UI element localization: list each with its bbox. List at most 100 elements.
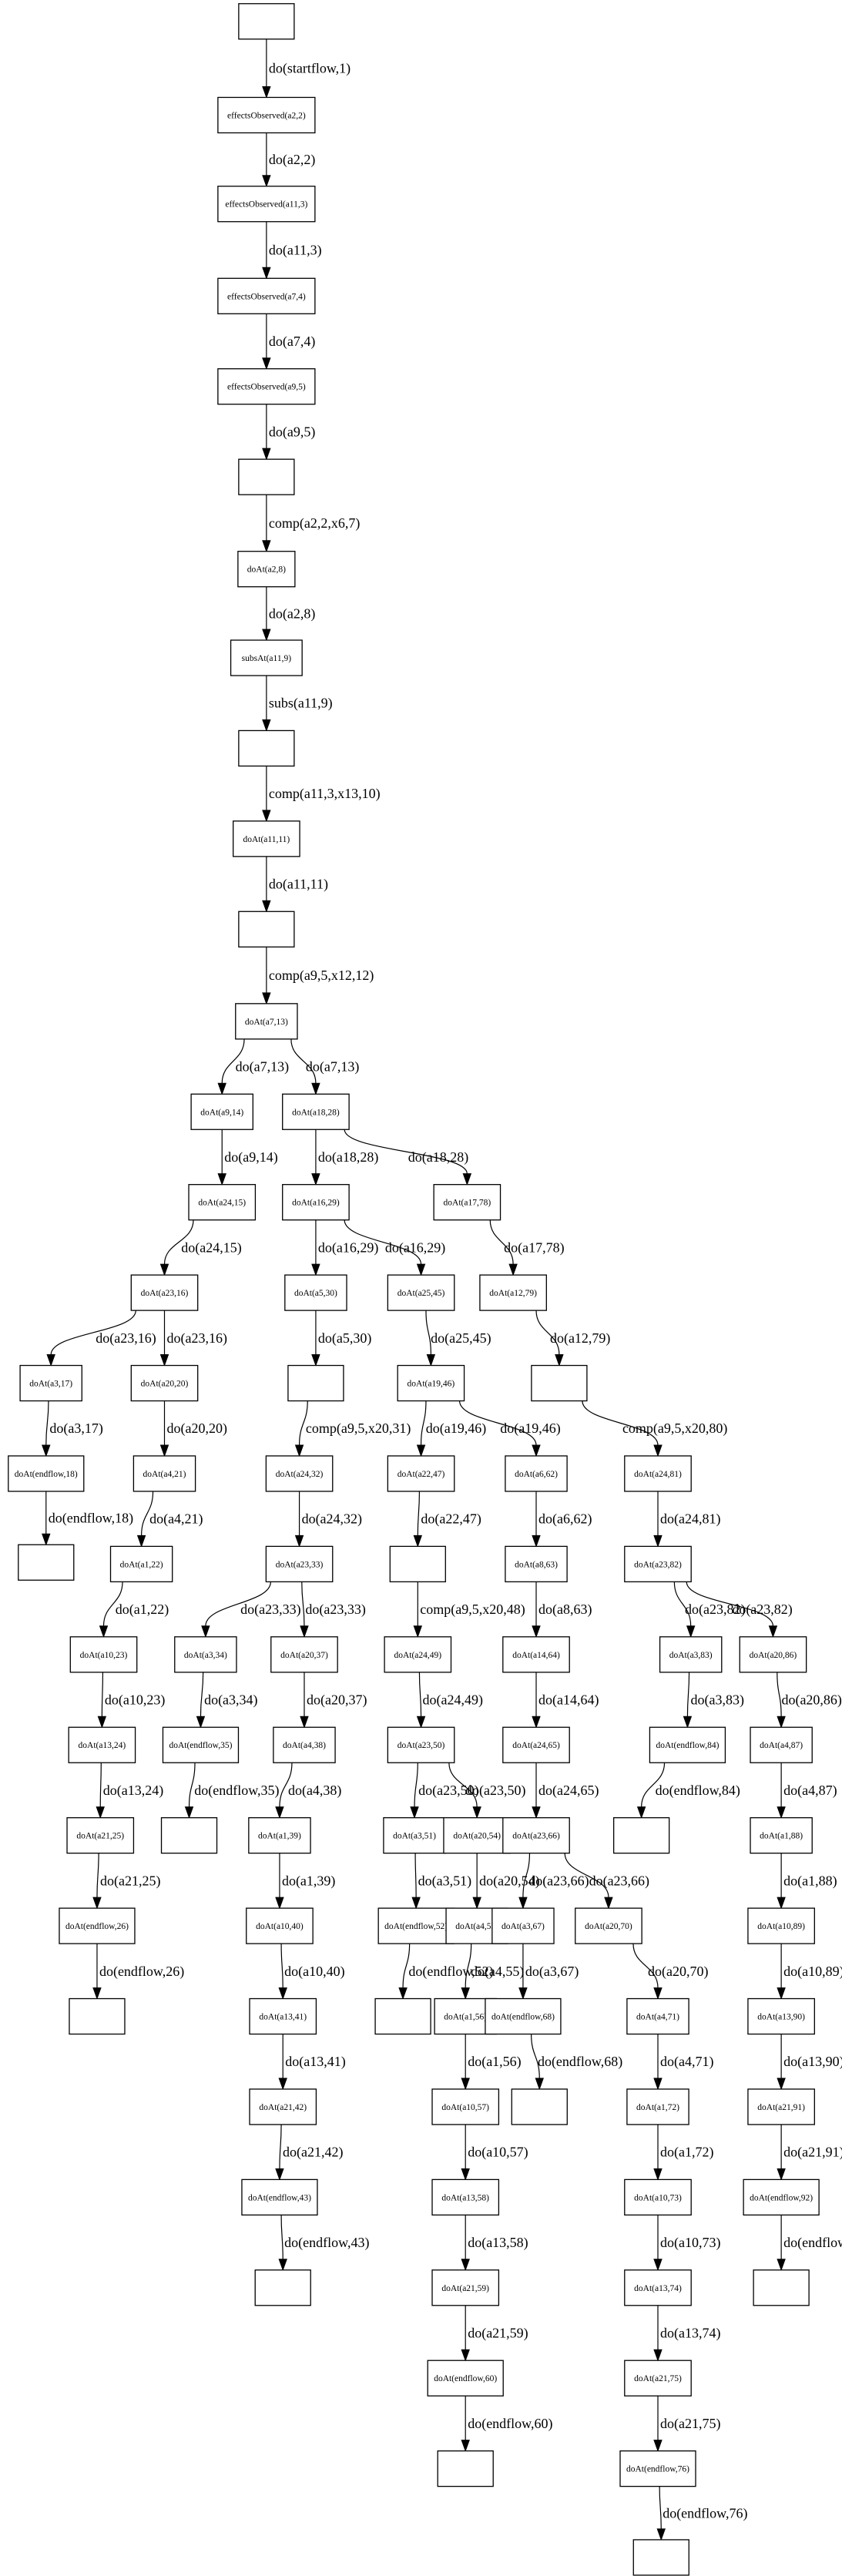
transition-edge: do(a13,41): [278, 2034, 346, 2091]
node-label: doAt(endflow,68): [491, 2013, 555, 2022]
node-label: doAt(a13,41): [259, 2013, 307, 2022]
transition-edge: do(a21,75): [653, 2396, 720, 2453]
transition-edge: do(a24,65): [532, 1763, 599, 1820]
state-node: doAt(endflow,26): [59, 1907, 136, 1944]
edge-line: [414, 1763, 418, 1807]
node-label: doAt(a24,81): [634, 1470, 682, 1479]
edge-line: [221, 1038, 245, 1084]
edge-line: [279, 1763, 293, 1807]
node-box: [750, 1817, 813, 1854]
arrowhead-icon: [532, 1806, 541, 1820]
arrowhead-icon: [275, 2168, 284, 2181]
edge-line: [458, 1400, 537, 1446]
edge-label: do(a11,11): [269, 877, 328, 893]
arrowhead-icon: [555, 1354, 564, 1367]
state-node: effectsObserved(a2,2): [217, 96, 316, 134]
state-node: doAt(a24,49): [384, 1636, 452, 1673]
edge-label: do(endflow,92): [783, 2235, 842, 2251]
node-label: doAt(a21,75): [634, 2374, 682, 2383]
state-node: doAt(endflow,52): [377, 1907, 455, 1944]
node-label: doAt(endflow,43): [248, 2193, 311, 2202]
node-label: doAt(a20,70): [585, 1922, 632, 1931]
edge-label: do(startflow,1): [269, 61, 351, 77]
edge-label: do(a1,39): [282, 1873, 335, 1889]
node-label: doAt(a1,22): [120, 1560, 163, 1569]
arrowhead-icon: [413, 1625, 422, 1639]
node-box: [265, 1455, 334, 1492]
arrowhead-icon: [777, 1806, 786, 1820]
transition-edge: do(a12,79): [535, 1310, 610, 1367]
arrowhead-icon: [262, 175, 271, 188]
edge-label: do(a8,63): [538, 1602, 592, 1618]
empty-state-node: [613, 1817, 670, 1854]
edge-label: do(a23,66): [528, 1873, 589, 1889]
node-label: doAt(a7,13): [245, 1018, 288, 1027]
node-box: [265, 1545, 334, 1583]
empty-state-node: [69, 1997, 126, 2035]
arrowhead-icon: [262, 900, 271, 913]
arrowhead-icon: [426, 1354, 436, 1367]
edge-label: do(a24,81): [660, 1511, 720, 1528]
node-label: doAt(endflow,76): [626, 2465, 689, 2474]
transition-edge: do(a10,40): [278, 1944, 345, 2000]
arrowhead-icon: [653, 1444, 663, 1457]
arrowhead-icon: [472, 1806, 481, 1820]
state-node: effectsObserved(a9,5): [217, 368, 316, 405]
node-label: doAt(a23,50): [398, 1741, 445, 1750]
node-label: effectsObserved(a9,5): [227, 383, 306, 392]
arrowhead-icon: [777, 2259, 786, 2272]
arrowhead-icon: [262, 448, 271, 461]
transition-edge: do(a13,24): [96, 1763, 163, 1820]
arrowhead-icon: [136, 1535, 146, 1548]
state-node: doAt(a24,15): [188, 1184, 257, 1221]
edge-label: do(a23,16): [96, 1330, 156, 1347]
transition-edge: do(a23,66): [518, 1853, 589, 1910]
edge-label: do(a1,88): [783, 1873, 837, 1889]
arrowhead-icon: [636, 1806, 646, 1820]
transition-edge: do(a4,21): [136, 1491, 203, 1548]
edge-label: do(a2,8): [269, 605, 315, 622]
arrowhead-icon: [777, 1897, 786, 1910]
edge-label: do(a10,23): [105, 1692, 165, 1709]
nodes-layer: effectsObserved(a2,2) effectsObserved(a11…: [8, 3, 820, 2576]
state-node: effectsObserved(a11,3): [217, 186, 316, 223]
transition-edge: do(a2,8): [262, 586, 315, 642]
edge-label: comp(a11,3,x13,10): [269, 786, 381, 802]
arrowhead-icon: [262, 992, 271, 1005]
state-node: doAt(a13,41): [249, 1997, 317, 2035]
node-label: doAt(endflow,60): [434, 2374, 497, 2383]
edge-label: do(a2,2): [269, 152, 315, 168]
transition-edge: comp(a9,5,x20,31): [294, 1400, 411, 1457]
edge-line: [205, 1581, 271, 1626]
node-box: [282, 1184, 350, 1221]
edge-label: subs(a11,9): [269, 696, 333, 712]
node-box: [249, 1997, 317, 2035]
transition-edge: do(a11,11): [262, 856, 328, 913]
edge-label: do(a13,24): [103, 1783, 163, 1799]
arrowhead-icon: [97, 1716, 107, 1729]
node-box: [160, 1817, 218, 1854]
node-label: doAt(endflow,26): [65, 1922, 129, 1931]
transition-edge: do(a24,32): [294, 1491, 362, 1548]
edge-line: [418, 1672, 422, 1717]
state-node: doAt(a7,13): [235, 1003, 298, 1040]
arrowhead-icon: [532, 1716, 541, 1729]
edge-line: [344, 1129, 468, 1174]
state-node: doAt(a23,82): [624, 1545, 692, 1583]
node-box: [270, 1636, 338, 1673]
state-node: doAt(a13,24): [68, 1726, 136, 1763]
transition-edge: do(a23,33): [300, 1581, 366, 1639]
arrowhead-icon: [461, 2168, 470, 2181]
arrowhead-icon: [653, 1535, 663, 1548]
arrowhead-icon: [262, 86, 271, 99]
node-box: [387, 1726, 455, 1763]
arrowhead-icon: [398, 1987, 408, 2000]
node-label: doAt(a20,86): [750, 1651, 797, 1660]
arrowhead-icon: [262, 357, 271, 371]
transition-edge: do(a13,90): [777, 2034, 842, 2091]
node-label: doAt(a23,66): [512, 1832, 560, 1841]
node-box: [505, 1455, 568, 1492]
node-label: doAt(a3,34): [184, 1651, 227, 1660]
node-box: [431, 2179, 500, 2216]
edge-label: do(a20,20): [167, 1420, 227, 1437]
